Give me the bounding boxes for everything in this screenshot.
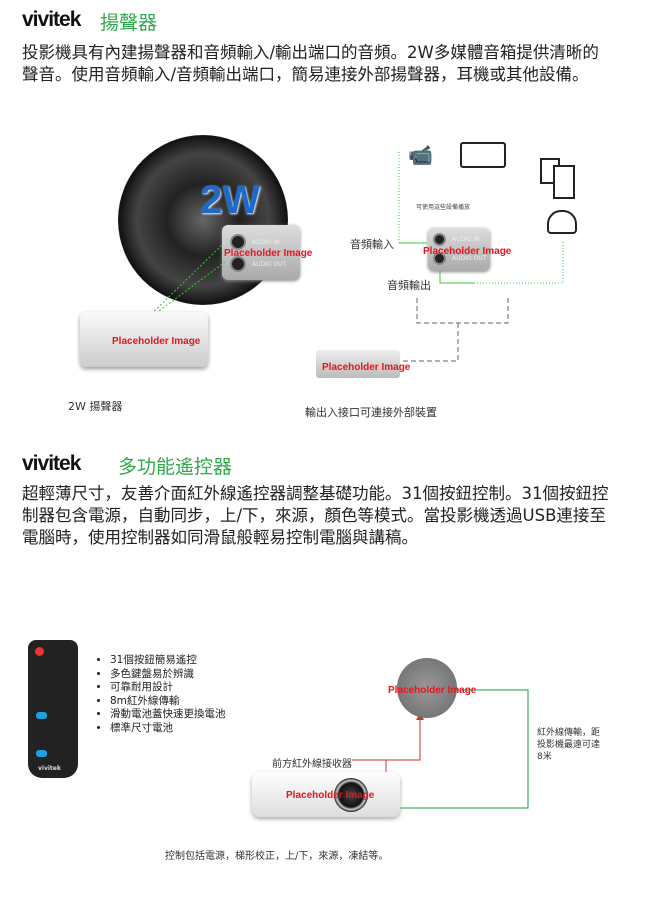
ir-receiver-lens-image <box>397 658 457 718</box>
feature-item: 滑動電池蓋快速更換電池 <box>110 708 226 722</box>
audio-output-label: 音頻輸出 <box>387 279 431 292</box>
remote-control-image: vivitek <box>28 640 78 778</box>
placeholder-label: Placeholder Image <box>112 336 201 347</box>
dvd-player-icon <box>460 142 506 168</box>
feature-item: 31個按鈕簡易遙控 <box>110 654 226 668</box>
section-title-speaker: 揚聲器 <box>100 12 158 34</box>
placeholder-label: Placeholder Image <box>388 685 477 696</box>
speaker-box-icon <box>553 165 575 199</box>
speaker-2w-badge: 2W <box>200 178 260 222</box>
audio-port-panel: AUDIO IN AUDIO OUT <box>428 228 490 271</box>
feature-item: 多色鍵盤易於辨識 <box>110 668 226 682</box>
devices-note: 可使用這些設備播放 <box>416 204 471 211</box>
ir-range-note: 紅外線傳輸，距投影機最遠可達8米 <box>537 728 601 762</box>
camcorder-icon: 📹 <box>408 143 433 167</box>
placeholder-label: Placeholder Image <box>423 246 512 257</box>
feature-item: 標準尺寸電池 <box>110 722 226 736</box>
section-title-remote: 多功能遙控器 <box>118 456 233 478</box>
projector-image <box>80 312 208 367</box>
headphones-icon <box>547 210 577 234</box>
caption-2w-speaker: 2W 揚聲器 <box>68 400 123 413</box>
audio-port-panel: AUDIO IN AUDIO OUT <box>222 225 300 280</box>
speaker-description: 投影機具有內建揚聲器和音頻輸入/輸出端口的音頻。2W多媒體音箱提供清晰的聲音。使… <box>22 43 599 84</box>
caption-io-ports: 輸出入接口可連接外部裝置 <box>305 406 437 419</box>
feature-item: 可靠耐用設計 <box>110 681 226 695</box>
remote-caption: 控制包括電源，梯形校正，上/下，來源，凍結等。 <box>165 851 389 862</box>
feature-item: 8m紅外線傳輸 <box>110 695 226 709</box>
projector-front-image <box>252 772 400 817</box>
audio-input-label: 音頻輸入 <box>350 238 394 251</box>
remote-description: 超輕薄尺寸，友善介面紅外線遙控器調整基礎功能。31個按鈕控制。31個按鈕控制器包… <box>22 484 609 547</box>
projector-rear-image <box>316 350 400 378</box>
placeholder-label: Placeholder Image <box>224 248 313 259</box>
remote-feature-list: 31個按鈕簡易遙控 多色鍵盤易於辨識 可靠耐用設計 8m紅外線傳輸 滑動電池蓋快… <box>96 654 226 735</box>
placeholder-label: Placeholder Image <box>286 790 375 801</box>
vivitek-logo: vivitek <box>22 8 81 31</box>
placeholder-label: Placeholder Image <box>322 362 411 373</box>
vivitek-logo: vivitek <box>22 452 81 475</box>
front-ir-receiver-label: 前方紅外線接收器 <box>272 759 352 770</box>
